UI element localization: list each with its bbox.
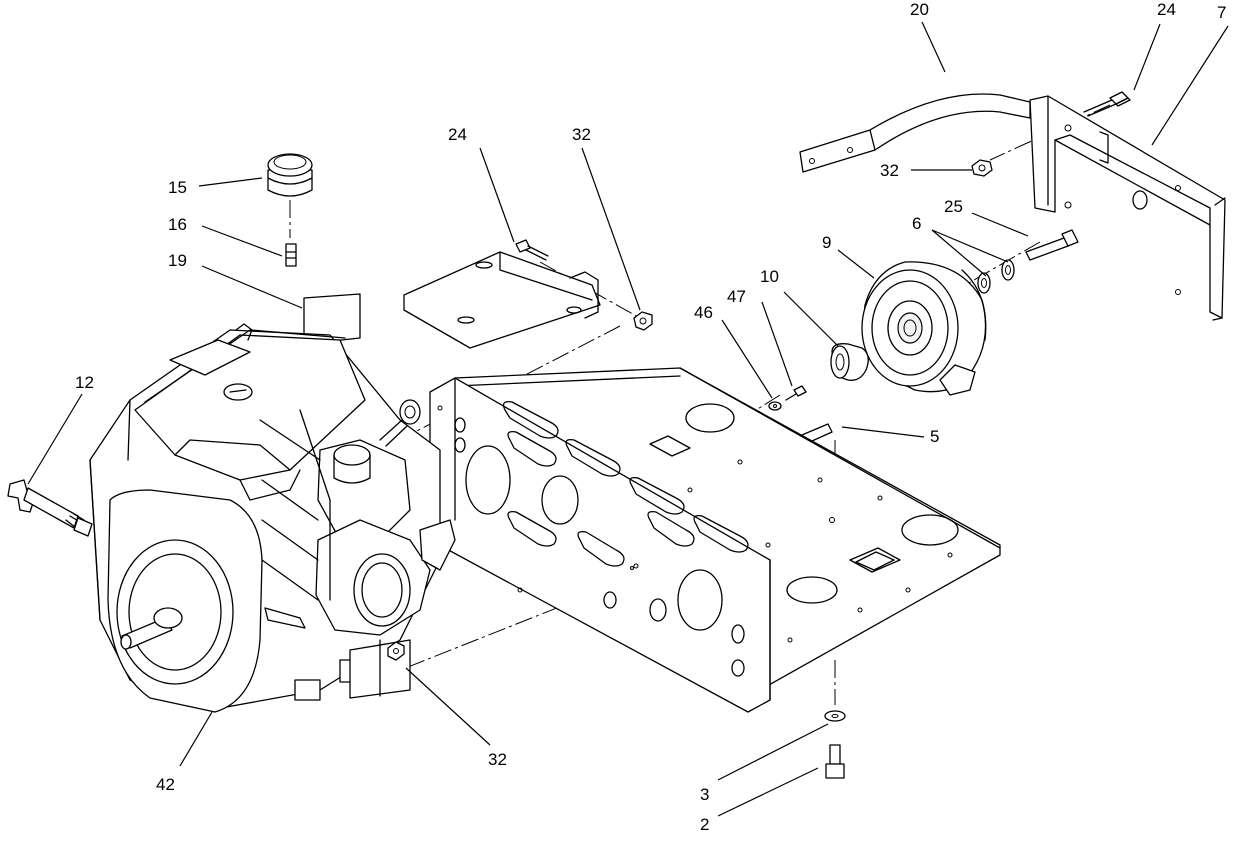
callout-32-top-center: 32	[572, 125, 591, 144]
bolt-top-center	[515, 239, 549, 261]
callout-32-lower: 32	[488, 750, 507, 769]
callout-labels: 20 24 7 32 25 6 9 10 47 46 5 15 16 19 24…	[75, 0, 1226, 834]
callout-24-upper-right: 24	[1157, 0, 1176, 19]
air-cleaner-cap	[267, 153, 313, 197]
callout-7: 7	[1217, 3, 1226, 22]
decal	[303, 293, 361, 345]
callout-19: 19	[168, 251, 187, 270]
callout-20: 20	[910, 0, 929, 19]
callout-32-upper-right: 32	[880, 161, 899, 180]
callout-16: 16	[168, 215, 187, 234]
spacer	[830, 343, 869, 381]
leader-lines	[27, 21, 1229, 817]
bolt-upper-right	[1083, 91, 1131, 117]
breather-fitting	[285, 243, 297, 267]
small-bolt-and-washer	[768, 385, 807, 411]
curved-strap	[799, 93, 1031, 173]
washers	[977, 259, 1015, 294]
callout-6: 6	[912, 214, 921, 233]
callout-12: 12	[75, 373, 94, 392]
nut-upper-right	[971, 159, 993, 177]
callout-24-top-center: 24	[448, 125, 467, 144]
electric-clutch	[861, 261, 987, 396]
oil-drain-fitting	[7, 479, 93, 537]
callout-2: 2	[700, 815, 709, 834]
callout-42: 42	[156, 775, 175, 794]
bolt-clutch	[1025, 229, 1079, 261]
callout-25: 25	[944, 197, 963, 216]
callout-5: 5	[930, 427, 939, 446]
callout-9: 9	[822, 233, 831, 252]
engine-top-bracket	[403, 251, 601, 349]
engine	[89, 323, 456, 713]
bottom-bolt-and-washer	[824, 710, 846, 779]
callout-15: 15	[168, 178, 187, 197]
callout-10: 10	[760, 267, 779, 286]
nut-top-center	[633, 311, 653, 331]
callout-46: 46	[694, 303, 713, 322]
callout-3: 3	[700, 785, 709, 804]
callout-47: 47	[727, 287, 746, 306]
frame-side-rail	[429, 377, 771, 713]
mounting-bracket	[1029, 95, 1226, 321]
